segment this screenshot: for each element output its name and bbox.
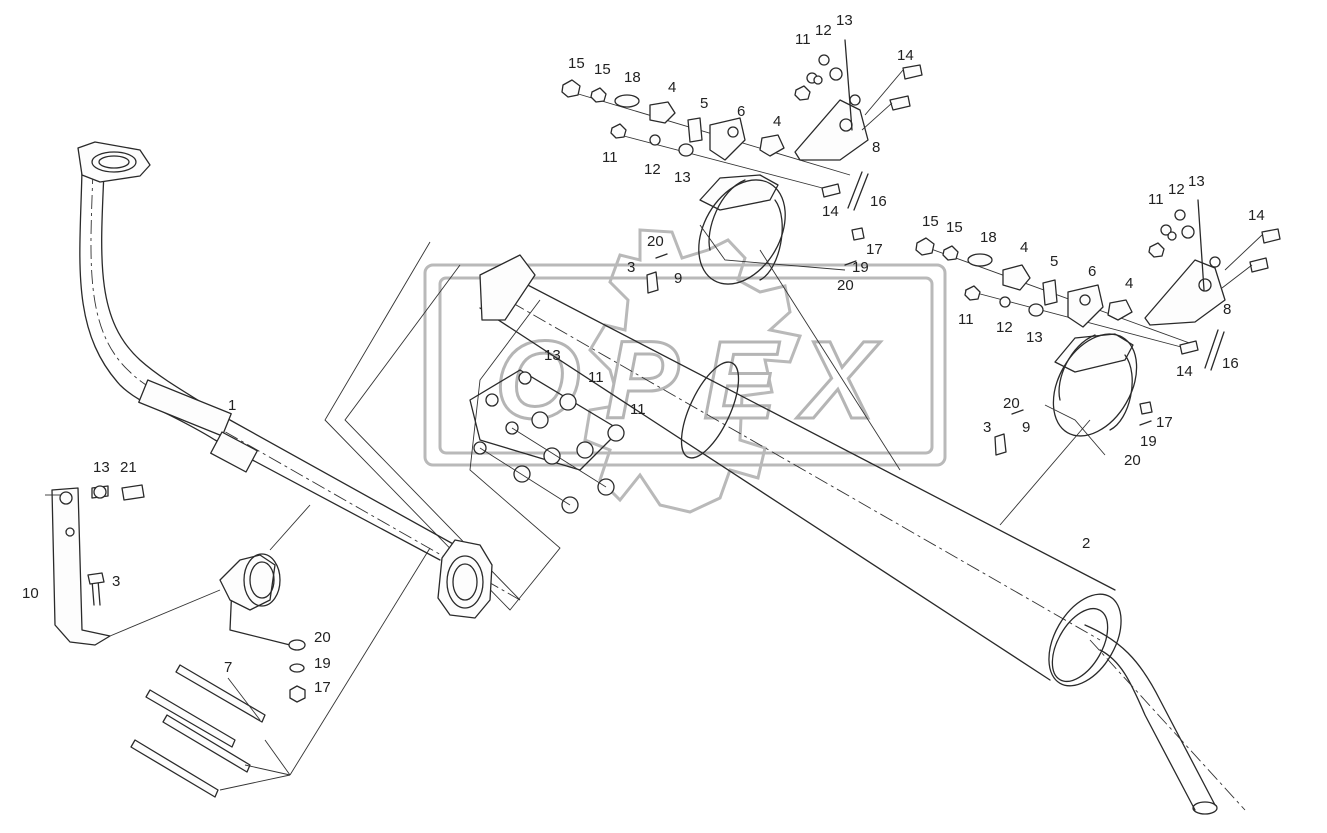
assembly-frames (324, 241, 561, 611)
callout-13: 13 (1188, 173, 1205, 190)
callout-4: 4 (1125, 275, 1133, 292)
callout-8: 8 (872, 139, 880, 156)
long-bolts (130, 547, 431, 798)
callout-17: 17 (1156, 414, 1173, 431)
callout-13: 13 (674, 169, 691, 186)
callout-20: 20 (314, 629, 331, 646)
callout-9: 9 (674, 270, 682, 287)
callout-20: 20 (837, 277, 854, 294)
callout-12: 12 (996, 319, 1013, 336)
callout-21: 21 (120, 459, 137, 476)
callout-3: 3 (627, 259, 635, 276)
callout-15: 15 (946, 219, 963, 236)
callout-4: 4 (1020, 239, 1028, 256)
callout-18: 18 (980, 229, 997, 246)
callout-13: 13 (1026, 329, 1043, 346)
callout-14: 14 (1176, 363, 1193, 380)
callout-1: 1 (228, 397, 236, 414)
callout-12: 12 (644, 161, 661, 178)
callout-3: 3 (112, 573, 120, 590)
rear-flange (437, 539, 493, 619)
callout-11: 11 (588, 369, 604, 386)
callout-16: 16 (870, 193, 887, 210)
callout-13: 13 (544, 347, 561, 364)
callout-15: 15 (922, 213, 939, 230)
front-flange (77, 141, 151, 183)
callout-13: 13 (93, 459, 110, 476)
callout-17: 17 (866, 241, 883, 258)
upper-hanger-assembly-1 (561, 39, 923, 471)
callout-10: 10 (22, 585, 39, 602)
callout-20: 20 (1003, 395, 1020, 412)
callout-labels: 1 2 3 3 3 4 4 4 4 5 5 6 6 7 8 8 9 9 10 1… (22, 12, 1265, 696)
center-fastener-set (469, 369, 625, 514)
callout-4: 4 (773, 113, 781, 130)
callout-11: 11 (602, 149, 618, 166)
callout-5: 5 (700, 95, 708, 112)
callout-11: 11 (1148, 191, 1164, 208)
callout-6: 6 (737, 103, 745, 120)
callout-11: 11 (795, 31, 811, 48)
callout-14: 14 (822, 203, 839, 220)
callout-8: 8 (1223, 301, 1231, 318)
callout-12: 12 (1168, 181, 1185, 198)
callout-11: 11 (630, 401, 646, 418)
callout-18: 18 (624, 69, 641, 86)
callout-5: 5 (1050, 253, 1058, 270)
callout-6: 6 (1088, 263, 1096, 280)
callout-9: 9 (1022, 419, 1030, 436)
callout-14: 14 (897, 47, 914, 64)
callout-13: 13 (836, 12, 853, 29)
muffler (479, 254, 1246, 815)
callout-4: 4 (668, 79, 676, 96)
callout-19: 19 (1140, 433, 1157, 450)
callout-20: 20 (647, 233, 664, 250)
upper-hanger-assembly-2 (915, 199, 1281, 526)
callout-15: 15 (568, 55, 585, 72)
front-exhaust-pipe (77, 141, 521, 619)
callout-16: 16 (1222, 355, 1239, 372)
callout-19: 19 (314, 655, 331, 672)
callout-7: 7 (224, 659, 232, 676)
callout-14: 14 (1248, 207, 1265, 224)
callout-3: 3 (983, 419, 991, 436)
front-bracket-assembly (45, 484, 311, 703)
callout-20: 20 (1124, 452, 1141, 469)
callout-11: 11 (958, 311, 974, 328)
callout-17: 17 (314, 679, 331, 696)
callout-19: 19 (852, 259, 869, 276)
callout-2: 2 (1082, 535, 1090, 552)
callout-12: 12 (815, 22, 832, 39)
callout-15: 15 (594, 61, 611, 78)
watermark-text: OPEX (495, 319, 881, 442)
